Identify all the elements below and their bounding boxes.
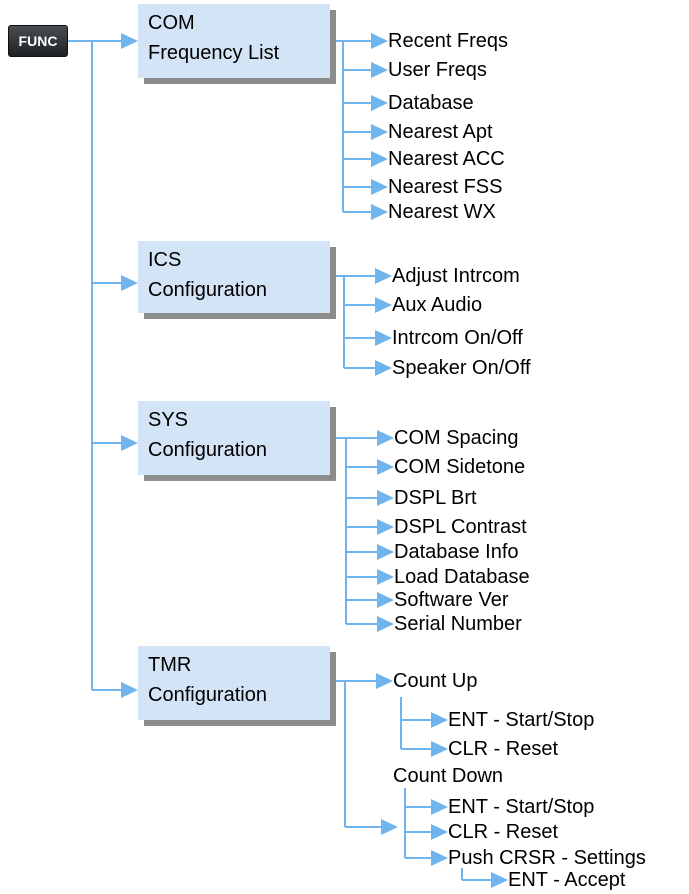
- tmr-menu-subtitle: Configuration: [148, 684, 267, 706]
- arrow-to-com-head: [121, 33, 138, 49]
- com-menu-box: COM Frequency List: [138, 4, 330, 78]
- item-com-spacing: COM Spacing: [394, 427, 519, 449]
- ics-menu-title: ICS: [148, 249, 182, 271]
- sys-item-arrow-4-head: [377, 544, 394, 560]
- item-database: Database: [388, 92, 474, 114]
- sys-item-arrow-3-head: [377, 519, 394, 535]
- com-item-arrow-4-head: [371, 151, 388, 167]
- item-load-database: Load Database: [394, 566, 530, 588]
- ics-item-arrow-3-head: [375, 360, 392, 376]
- count-down-ent-arrow-head: [431, 799, 448, 815]
- item-dspl-brt: DSPL Brt: [394, 487, 477, 509]
- com-item-arrow-3-head: [371, 124, 388, 140]
- item-aux-audio: Aux Audio: [392, 294, 483, 316]
- item-speaker-on-off: Speaker On/Off: [392, 357, 531, 379]
- item-push-crsr-settings: Push CRSR - Settings: [448, 847, 646, 869]
- item-serial-number: Serial Number: [394, 613, 522, 635]
- com-menu-subtitle: Frequency List: [148, 42, 280, 64]
- item-dspl-contrast: DSPL Contrast: [394, 516, 527, 538]
- sys-menu-box: SYS Configuration: [138, 401, 330, 475]
- sys-menu-subtitle: Configuration: [148, 439, 267, 461]
- arrow-to-sys-head: [121, 435, 138, 451]
- item-adjust-intrcom: Adjust Intrcom: [392, 265, 520, 287]
- item-count-down: Count Down: [393, 765, 504, 787]
- item-count-down-ent: ENT - Start/Stop: [448, 796, 595, 818]
- com-item-arrow-2-head: [371, 95, 388, 111]
- item-count-down-clr: CLR - Reset: [448, 821, 559, 843]
- item-count-up: Count Up: [393, 670, 478, 692]
- ics-item-arrow-2-head: [375, 330, 392, 346]
- item-nearest-apt: Nearest Apt: [388, 121, 493, 143]
- item-recent-freqs: Recent Freqs: [388, 30, 509, 52]
- sys-item-arrow-6-head: [377, 592, 394, 608]
- sys-menu-title: SYS: [148, 409, 189, 431]
- sys-item-arrow-7-head: [377, 616, 394, 632]
- count-down-clr-arrow-head: [431, 824, 448, 840]
- com-item-arrow-5-head: [371, 179, 388, 195]
- func-button: FUNC: [8, 25, 68, 57]
- arrow-to-tmr-head: [121, 682, 138, 698]
- count-down-settings-arrow-head: [431, 850, 448, 866]
- item-count-up-ent: ENT - Start/Stop: [448, 709, 595, 731]
- count-up-clr-arrow-head: [431, 741, 448, 757]
- item-user-freqs: User Freqs: [388, 59, 487, 81]
- ics-item-arrow-0-head: [375, 268, 392, 284]
- arrow-count-down-head: [381, 819, 398, 835]
- com-item-arrow-0-head: [371, 33, 388, 49]
- sys-item-arrow-2-head: [377, 490, 394, 506]
- ics-item-arrow-1-head: [375, 297, 392, 313]
- count-up-ent-arrow-head: [431, 712, 448, 728]
- item-nearest-fss: Nearest FSS: [388, 176, 503, 198]
- tmr-menu-title: TMR: [148, 654, 192, 676]
- ics-menu-subtitle: Configuration: [148, 279, 267, 301]
- settings-accept-arrow-head: [491, 872, 508, 888]
- sys-item-arrow-0-head: [377, 430, 394, 446]
- com-item-arrow-1-head: [371, 62, 388, 78]
- item-count-up-clr: CLR - Reset: [448, 738, 559, 760]
- com-item-arrow-6-head: [371, 204, 388, 220]
- item-settings-ent-accept: ENT - Accept: [508, 869, 626, 891]
- sys-item-arrow-5-head: [377, 569, 394, 585]
- item-intrcom-on-off: Intrcom On/Off: [392, 327, 523, 349]
- com-menu-title: COM: [148, 12, 195, 34]
- item-software-ver: Software Ver: [394, 589, 509, 611]
- tmr-menu-box: TMR Configuration: [138, 646, 330, 720]
- item-nearest-wx: Nearest WX: [388, 201, 496, 223]
- arrow-count-up-head: [376, 673, 393, 689]
- item-nearest-acc: Nearest ACC: [388, 148, 505, 170]
- item-com-sidetone: COM Sidetone: [394, 456, 526, 478]
- sys-item-arrow-1-head: [377, 459, 394, 475]
- arrow-to-ics-head: [121, 275, 138, 291]
- item-database-info: Database Info: [394, 541, 519, 563]
- ics-menu-box: ICS Configuration: [138, 241, 330, 313]
